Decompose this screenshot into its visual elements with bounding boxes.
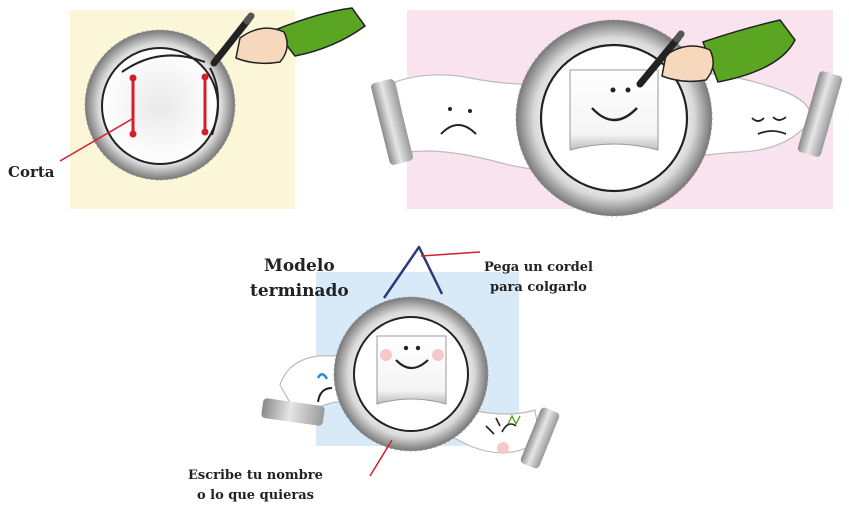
roller-right-3 bbox=[520, 407, 560, 469]
string-caption-line-1: Pega un cordel bbox=[484, 260, 593, 275]
cut-lines bbox=[59, 73, 209, 162]
hand-with-marker-2 bbox=[636, 19, 796, 88]
finished-model-title: Modelo terminado bbox=[250, 254, 349, 304]
roller-left-2 bbox=[371, 79, 413, 165]
cut-label: Corta bbox=[8, 163, 55, 181]
roller-left-3 bbox=[261, 398, 325, 426]
write-caption-line-1: Escribe tu nombre bbox=[188, 468, 323, 483]
happy-face-3 bbox=[380, 345, 444, 370]
sleepy-face-2 bbox=[751, 116, 787, 135]
write-caption: Escribe tu nombre o lo que quieras bbox=[188, 466, 323, 506]
sad-face-3 bbox=[316, 373, 333, 403]
sleepy-face-3 bbox=[485, 414, 521, 454]
write-caption-line-2: o lo que quieras bbox=[196, 488, 314, 503]
hand-with-marker-1 bbox=[210, 7, 367, 67]
hanging-string bbox=[382, 245, 481, 299]
string-caption: Pega un cordel para colgarlo bbox=[484, 258, 593, 298]
sad-face-2 bbox=[440, 107, 477, 135]
finished-plate bbox=[333, 296, 489, 452]
cut-plate bbox=[84, 29, 236, 181]
string-caption-line-2: para colgarlo bbox=[490, 280, 587, 295]
finished-title-line-1: Modelo bbox=[264, 256, 335, 276]
finished-title-line-2: terminado bbox=[250, 281, 349, 301]
happy-face-2 bbox=[591, 87, 638, 122]
write-pointer bbox=[369, 439, 393, 477]
roller-right-2 bbox=[797, 71, 843, 157]
